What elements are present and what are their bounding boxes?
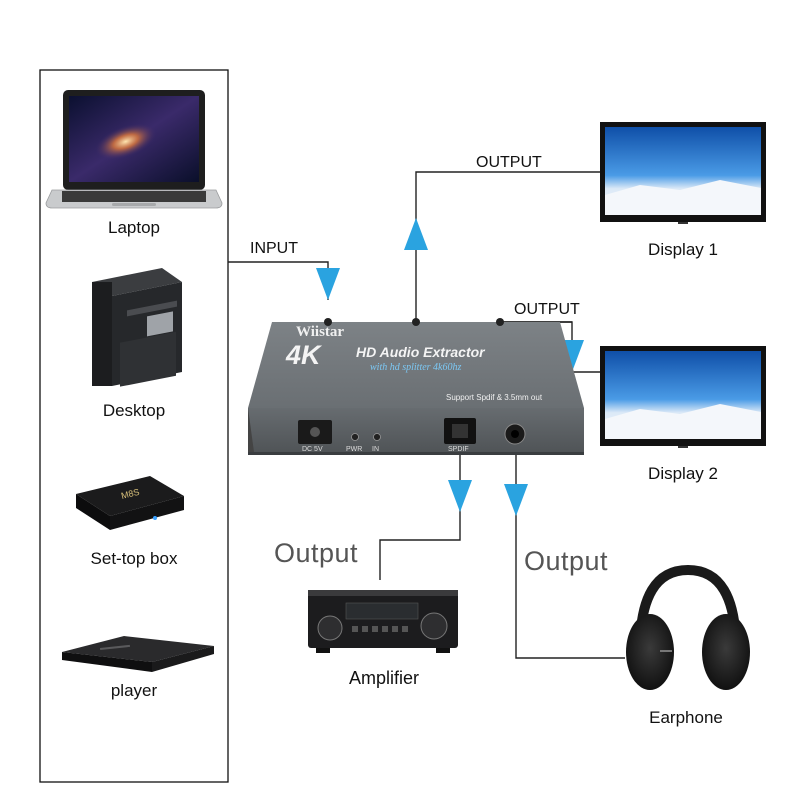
output1-label: OUTPUT xyxy=(476,154,542,171)
device-brand: Wiistar xyxy=(296,324,345,340)
output1-arrow xyxy=(404,218,428,250)
laptop-label: Laptop xyxy=(108,218,160,237)
amplifier-label: Amplifier xyxy=(348,668,420,688)
input-arrow xyxy=(316,268,340,300)
desktop-label: Desktop xyxy=(102,401,166,420)
svg-text:M8S: M8S xyxy=(120,487,140,501)
device-support-note: Support Spdif & 3.5mm out xyxy=(446,393,543,402)
player-icon xyxy=(62,636,214,672)
display2-label: Display 2 xyxy=(648,464,718,483)
desktop-icon xyxy=(92,268,182,387)
earphone-label: Earphone xyxy=(649,708,723,727)
player-label: player xyxy=(110,681,158,700)
spdif-arrow xyxy=(448,480,472,512)
device-subtitle: with hd splitter 4k60hz xyxy=(370,362,462,373)
settop-box-icon: M8S xyxy=(76,476,184,530)
settop-label: Set-top box xyxy=(90,549,178,568)
output2-label: OUTPUT xyxy=(514,301,580,318)
display2-icon xyxy=(600,346,766,448)
device-title: HD Audio Extractor xyxy=(356,344,485,360)
port-pwr-label: PWR xyxy=(346,446,363,453)
display1-icon xyxy=(600,122,766,224)
arrow-group xyxy=(316,218,584,516)
amplifier-icon xyxy=(308,590,458,653)
output-ear-label: Output xyxy=(524,546,609,576)
display1-label: Display 1 xyxy=(648,240,718,259)
earphone-arrow xyxy=(504,484,528,516)
audio-extractor-device xyxy=(248,318,584,455)
laptop-icon xyxy=(45,90,223,209)
earphone-icon xyxy=(626,564,750,690)
input-label: INPUT xyxy=(250,240,298,257)
connection-lines xyxy=(228,171,625,659)
source-frame xyxy=(39,69,229,783)
port-dc-label: DC 5V xyxy=(302,446,323,453)
output-amp-label: Output xyxy=(274,538,359,568)
device-model: 4K xyxy=(286,340,321,370)
port-in-label: IN xyxy=(372,446,379,453)
port-spdif-label: SPDIF xyxy=(448,446,469,453)
